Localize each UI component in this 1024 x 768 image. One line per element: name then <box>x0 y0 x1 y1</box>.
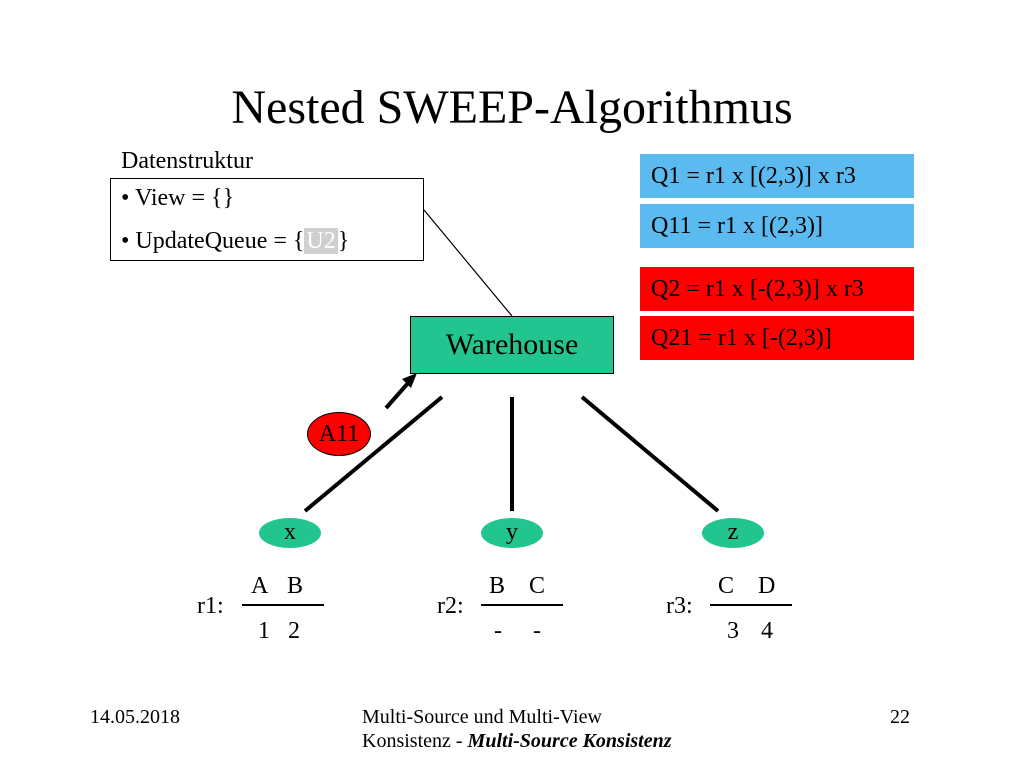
view-entry: • View = {} <box>121 185 235 211</box>
update-queue-entry: • UpdateQueue = {U2} <box>121 227 349 255</box>
update-queue-item: U2 <box>304 228 338 254</box>
footer-title-line1: Multi-Source und Multi-View <box>362 706 602 728</box>
page-title: Nested SWEEP-Algorithmus <box>231 81 793 134</box>
relation-r1-col-b: B <box>287 573 304 599</box>
relation-r2-val-b: - <box>494 618 502 644</box>
relation-r3-val-c: 3 <box>727 618 739 644</box>
relation-r3-rule <box>710 604 792 606</box>
update-queue-prefix: • UpdateQueue = { <box>121 228 305 254</box>
edge-x-warehouse <box>303 395 444 513</box>
relation-r2-rule <box>481 604 563 606</box>
source-node-z: z <box>702 518 764 548</box>
datenstruktur-label: Datenstruktur <box>121 148 253 174</box>
relation-r2-name: r2: <box>437 593 464 619</box>
warehouse-node: Warehouse <box>410 316 614 374</box>
relation-r2-col-c: C <box>529 573 546 599</box>
datenstruktur-connector <box>423 209 513 317</box>
source-node-y: y <box>481 518 543 548</box>
answer-arrow-head <box>402 373 417 388</box>
relation-r1-name: r1: <box>197 593 224 619</box>
footer-title-line2: Konsistenz - Multi-Source Konsistenz <box>362 729 672 753</box>
relation-r2-col-b: B <box>489 573 506 599</box>
query-q11: Q11 = r1 x [(2,3)] <box>640 204 914 248</box>
answer-a11-node: A11 <box>307 412 371 456</box>
answer-arrow-shaft <box>384 380 411 410</box>
relation-r2-val-c: - <box>533 618 541 644</box>
relation-r1-val-b: 2 <box>288 618 300 644</box>
query-q1: Q1 = r1 x [(2,3)] x r3 <box>640 154 914 198</box>
relation-r1-col-a: A <box>251 573 269 599</box>
edge-z-warehouse <box>580 395 720 513</box>
footer-title-line2-prefix: Konsistenz - <box>362 730 468 752</box>
page-number: 22 <box>890 706 910 728</box>
relation-r3-col-d: D <box>758 573 776 599</box>
query-q2: Q2 = r1 x [-(2,3)] x r3 <box>640 267 914 311</box>
relation-r1-rule <box>242 604 324 606</box>
relation-r1-val-a: 1 <box>258 618 270 644</box>
query-q21: Q21 = r1 x [-(2,3)] <box>640 316 914 360</box>
footer-date: 14.05.2018 <box>90 706 180 728</box>
relation-r3-col-c: C <box>718 573 735 599</box>
relation-r3-val-d: 4 <box>761 618 773 644</box>
source-node-x: x <box>259 518 321 548</box>
footer-title-line2-emphasis: Multi-Source Konsistenz <box>467 730 672 752</box>
update-queue-suffix: } <box>337 228 350 254</box>
footer-title: Multi-Source und Multi-View Konsistenz -… <box>362 705 672 753</box>
relation-r3-name: r3: <box>666 593 693 619</box>
datenstruktur-box: • View = {} • UpdateQueue = {U2} <box>110 178 424 261</box>
